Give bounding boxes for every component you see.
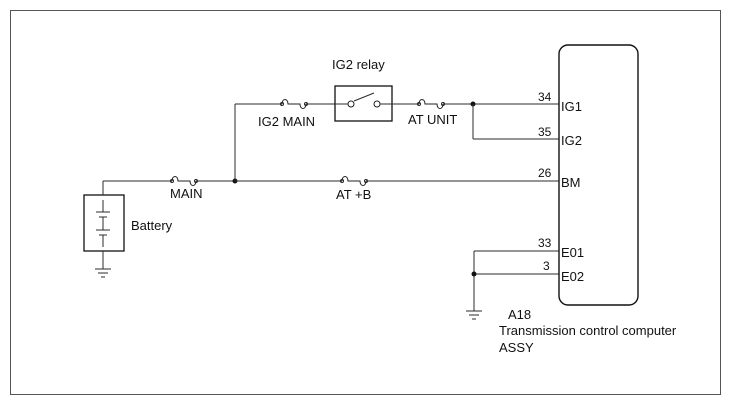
main-fuse-icon xyxy=(171,176,197,186)
ig2-relay-symbol xyxy=(334,85,393,122)
pin-number-ig1: 34 xyxy=(538,90,552,104)
ecu-name-line1: Transmission control computer xyxy=(499,323,677,338)
battery-ground-icon xyxy=(95,251,111,278)
pin-name-e01: E01 xyxy=(561,245,584,260)
ig2-main-fuse-icon xyxy=(281,99,307,109)
main-fuse-label: MAIN xyxy=(170,186,203,201)
pin-number-e01: 33 xyxy=(538,236,552,250)
pin-number-ig2: 35 xyxy=(538,125,552,139)
at-unit-fuse-icon xyxy=(418,99,444,109)
at-unit-fuse-label: AT UNIT xyxy=(408,112,457,127)
ecu-box xyxy=(558,44,639,306)
pin-number-e02: 3 xyxy=(543,259,550,273)
at-b-fuse-label: AT +B xyxy=(336,187,371,202)
battery-symbol xyxy=(83,181,125,252)
ecu-name-line2: ASSY xyxy=(499,340,534,355)
battery-label: Battery xyxy=(131,218,173,233)
pin-name-ig1: IG1 xyxy=(561,99,582,114)
ig2-relay-label: IG2 relay xyxy=(332,57,385,72)
connector-label: A18 xyxy=(508,307,531,322)
at-b-fuse-icon xyxy=(341,176,367,186)
ig2-main-fuse-label: IG2 MAIN xyxy=(258,114,315,129)
ecu-ground-icon xyxy=(466,310,482,320)
pin-number-bm: 26 xyxy=(538,166,552,180)
pin-name-e02: E02 xyxy=(561,269,584,284)
junction-ground xyxy=(471,271,477,277)
pin-name-bm: BM xyxy=(561,175,581,190)
pin-name-ig2: IG2 xyxy=(561,133,582,148)
